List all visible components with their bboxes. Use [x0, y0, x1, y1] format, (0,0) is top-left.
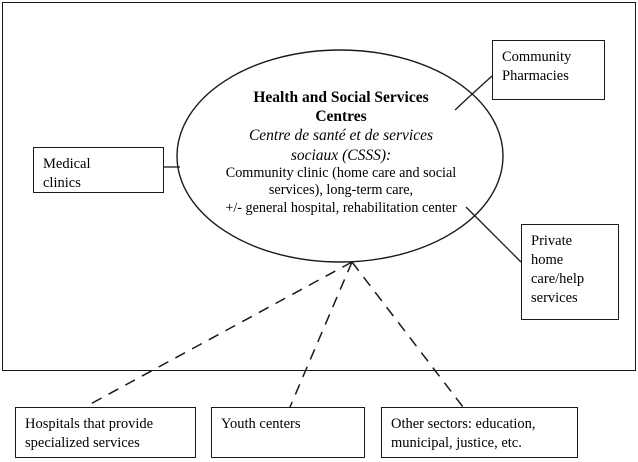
- central-body: Community clinic (home care and social s…: [225, 164, 457, 217]
- central-title: Health and Social Services Centres: [253, 89, 429, 126]
- node-community-pharmacies: Community Pharmacies: [492, 40, 605, 100]
- node-community-pharmacies-label: Community Pharmacies: [502, 49, 572, 84]
- node-medical-clinics: Medical clinics: [33, 147, 164, 193]
- node-youth-centers: Youth centers: [211, 407, 365, 458]
- node-other-sectors: Other sectors: education, municipal, jus…: [381, 407, 578, 458]
- node-medical-clinics-label: Medical clinics: [43, 156, 91, 191]
- node-hospitals: Hospitals that provide specialized servi…: [15, 407, 196, 458]
- node-private-home-care: Private home care/help services: [521, 224, 619, 320]
- central-node-text: Health and Social Services Centres Centr…: [196, 88, 486, 218]
- central-subtitle: Centre de santé et de services sociaux (…: [248, 127, 434, 164]
- node-hospitals-label: Hospitals that provide specialized servi…: [25, 416, 154, 451]
- node-private-home-care-label: Private home care/help services: [531, 233, 585, 306]
- node-other-sectors-label: Other sectors: education, municipal, jus…: [391, 416, 536, 451]
- node-youth-centers-label: Youth centers: [221, 416, 301, 432]
